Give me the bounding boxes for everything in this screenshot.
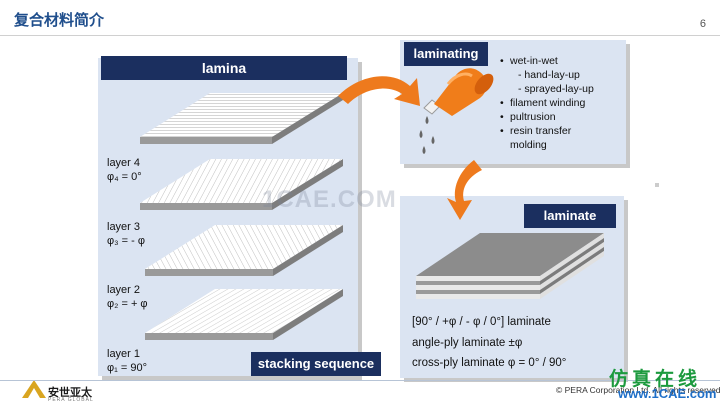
company-logo-subtext: PERA GLOBAL	[48, 397, 94, 403]
watermark: 1CAE.COM	[262, 186, 397, 213]
lamina-header: lamina	[101, 56, 347, 80]
footer-divider	[0, 380, 720, 381]
laminate-header: laminate	[524, 204, 616, 228]
layer-4-label: layer 4 φ₄ = 0°	[107, 157, 142, 183]
laminate-graphic	[416, 233, 604, 299]
list-item: •wet-in-wet	[500, 55, 558, 67]
layer-3-label: layer 3 φ₃ = - φ	[107, 221, 146, 247]
decorative-dot	[655, 183, 659, 187]
list-item: •filament winding	[500, 97, 586, 109]
layer-4-plate	[140, 93, 343, 144]
list-item: - hand-lay-up	[518, 69, 580, 81]
page-number: 6	[699, 18, 706, 30]
layer-1-label: layer 1 φ₁ = 90°	[107, 348, 148, 374]
site-watermark-url: www.1CAE.com	[618, 386, 717, 401]
list-item: molding	[510, 139, 547, 151]
resin-bottle-icon	[419, 68, 494, 154]
laminate-formula: [90° / +φ / - φ / 0°] laminate	[412, 316, 551, 328]
copyright-text: © PERA Corporation Ltd. All rights reser…	[556, 385, 720, 395]
slide-title: 复合材料简介	[14, 12, 105, 29]
stacking-sequence-label: stacking sequence	[251, 352, 381, 376]
cross-ply-formula: cross-ply laminate φ = 0° / 90°	[412, 357, 567, 369]
pera-logo-icon	[22, 380, 46, 398]
arrow-to-laminating	[338, 76, 420, 106]
arrow-to-laminate	[447, 160, 482, 220]
list-item: •pultrusion	[500, 111, 556, 123]
laminating-methods-list: •wet-in-wet - hand-lay-up - sprayed-lay-…	[500, 54, 594, 152]
layer-2-label: layer 2 φ₂ = + φ	[107, 284, 148, 310]
layer-3-plate	[140, 159, 343, 210]
list-item: - sprayed-lay-up	[518, 83, 594, 95]
company-logo-text: 安世亚太	[48, 387, 92, 399]
laminating-header: laminating	[404, 42, 488, 66]
layer-1-plate	[145, 289, 343, 340]
list-item: •resin transfer	[500, 125, 572, 137]
title-divider	[0, 35, 720, 36]
layer-2-plate	[145, 225, 343, 276]
angle-ply-formula: angle-ply laminate ±φ	[412, 337, 523, 349]
site-watermark-name: 仿真在线	[609, 369, 702, 390]
